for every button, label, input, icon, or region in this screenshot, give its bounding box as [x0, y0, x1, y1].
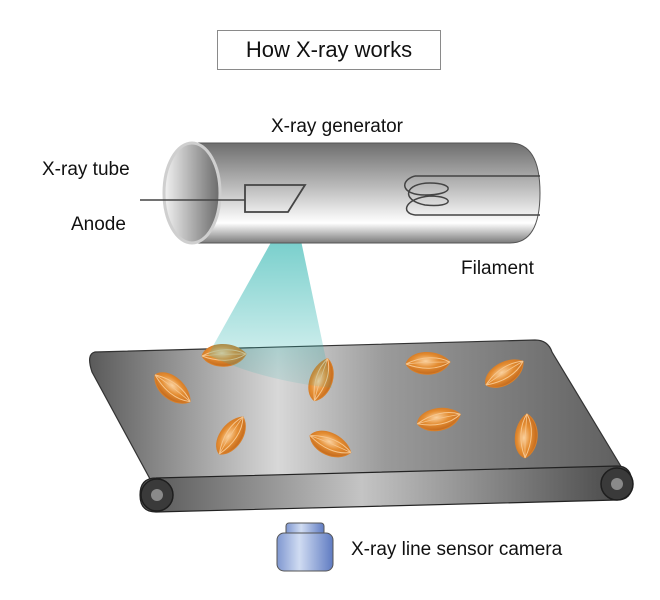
anode-icon: [244, 184, 307, 213]
label-xray-tube: X-ray tube: [42, 159, 130, 180]
tube-end-cap: [162, 141, 222, 245]
line-sensor-camera-icon: [276, 522, 334, 572]
label-line-sensor-camera: X-ray line sensor camera: [351, 539, 563, 560]
label-anode: Anode: [71, 214, 126, 235]
label-filament: Filament: [461, 258, 534, 279]
xray-generator-tube: [189, 142, 541, 244]
xray-beam: [208, 212, 332, 388]
filament-icon: [404, 175, 540, 216]
label-xray-generator: X-ray generator: [271, 116, 404, 137]
diagram-title: How X-ray works: [217, 30, 441, 70]
